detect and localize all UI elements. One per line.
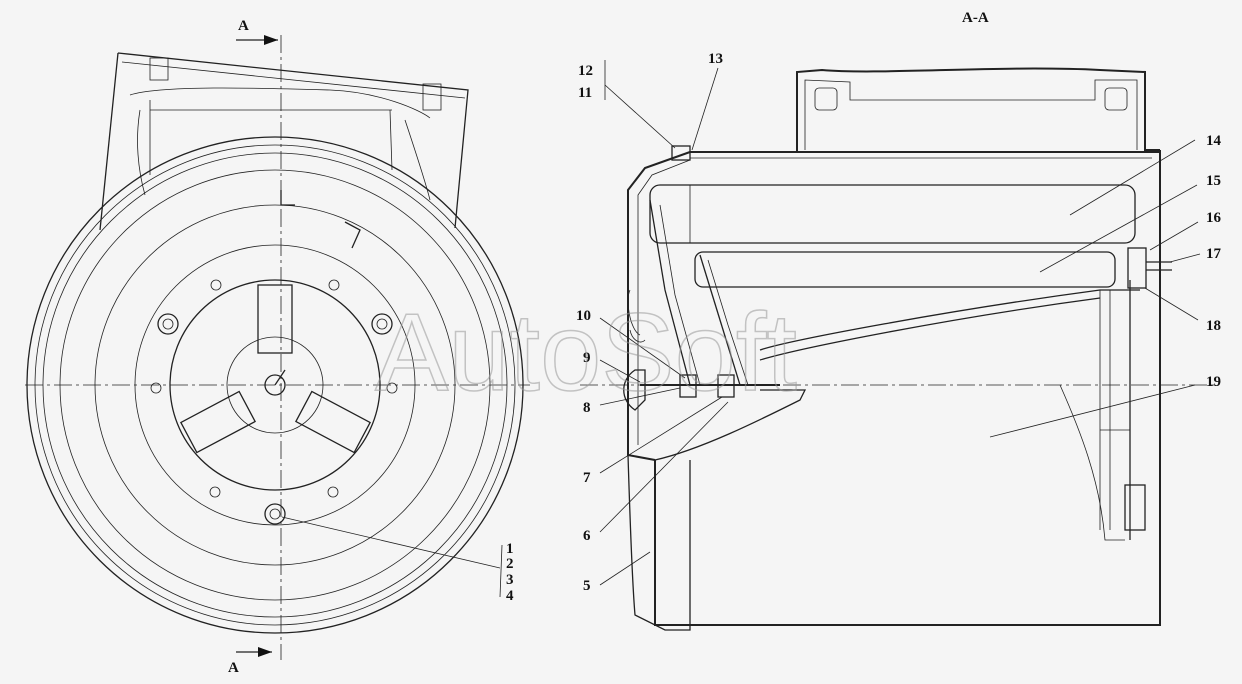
arrow-head-bottom <box>258 647 272 657</box>
callout-13: 13 <box>708 51 723 67</box>
leader-1-4 <box>281 516 501 569</box>
fitting-16 <box>1127 247 1147 289</box>
diaphragm-2b <box>707 259 749 386</box>
leaders <box>599 60 1201 586</box>
end-cap-inner <box>637 159 691 445</box>
body-outline <box>654 150 1161 626</box>
lower-end <box>627 454 691 631</box>
section-view: А-А <box>576 10 1222 631</box>
callout-17: 17 <box>1206 246 1222 262</box>
section-mark-bottom: А <box>228 660 239 676</box>
blade-top <box>257 284 293 354</box>
housing-inner-line <box>121 61 466 99</box>
window-curves <box>137 109 431 201</box>
diaphragm-1 <box>649 199 691 386</box>
top-housing <box>796 67 1160 152</box>
callout-9: 9 <box>583 350 591 366</box>
bolt-boss-left <box>149 57 169 81</box>
nut-1 <box>679 374 697 398</box>
break-line <box>129 87 431 119</box>
front-view: А А 1 2 3 4 <box>25 18 530 676</box>
top-housing-inner <box>804 79 1138 150</box>
lower-cone <box>654 389 807 461</box>
cone-lower <box>759 297 1101 361</box>
callout-16: 16 <box>1206 210 1222 226</box>
filter-element-15 <box>694 251 1116 288</box>
callout-1: 1 <box>506 541 514 557</box>
diaphragm-2 <box>699 254 741 386</box>
cone-upper <box>759 289 1140 351</box>
nut-2 <box>717 374 735 398</box>
callout-10: 10 <box>576 308 591 324</box>
angle-mark-1 <box>280 190 295 206</box>
callout-6: 6 <box>583 528 591 544</box>
callout-2: 2 <box>506 556 514 572</box>
callout-4: 4 <box>506 588 514 604</box>
end-cap-outer <box>627 151 691 461</box>
callout-15: 15 <box>1206 173 1221 189</box>
diaphragm-1b <box>659 204 701 386</box>
hub-pointer <box>274 369 286 386</box>
section-title: А-А <box>962 10 989 26</box>
section-mark-top: А <box>238 18 249 34</box>
callout-8: 8 <box>583 400 591 416</box>
blade-left <box>180 390 256 454</box>
bottom-clamp <box>1124 484 1146 531</box>
lug <box>627 289 646 343</box>
blade-right <box>295 390 371 454</box>
bolt-pattern <box>150 279 398 525</box>
filter-element-14 <box>649 184 1136 244</box>
callout-14: 14 <box>1206 133 1222 149</box>
leader-bar-1-4 <box>499 544 503 598</box>
callout-12: 12 <box>578 63 593 79</box>
wing-nut-9 <box>623 369 646 411</box>
top-boss-left <box>814 87 838 111</box>
callout-18: 18 <box>1206 318 1221 334</box>
angle-mark-2 <box>344 221 361 249</box>
housing-left-edge <box>99 52 119 231</box>
bolt-boss-right <box>422 83 442 111</box>
callout-5: 5 <box>583 578 591 594</box>
callout-7: 7 <box>583 470 591 486</box>
break-curve <box>1059 384 1125 541</box>
arrow-head-top <box>264 35 278 45</box>
housing-outline <box>117 52 469 229</box>
inner-window <box>149 100 393 175</box>
callout-19: 19 <box>1206 374 1221 390</box>
watermark: AutoSoft <box>375 291 797 414</box>
callout-11: 11 <box>578 85 592 101</box>
top-boss-right <box>1104 87 1128 111</box>
callout-3: 3 <box>506 572 514 588</box>
